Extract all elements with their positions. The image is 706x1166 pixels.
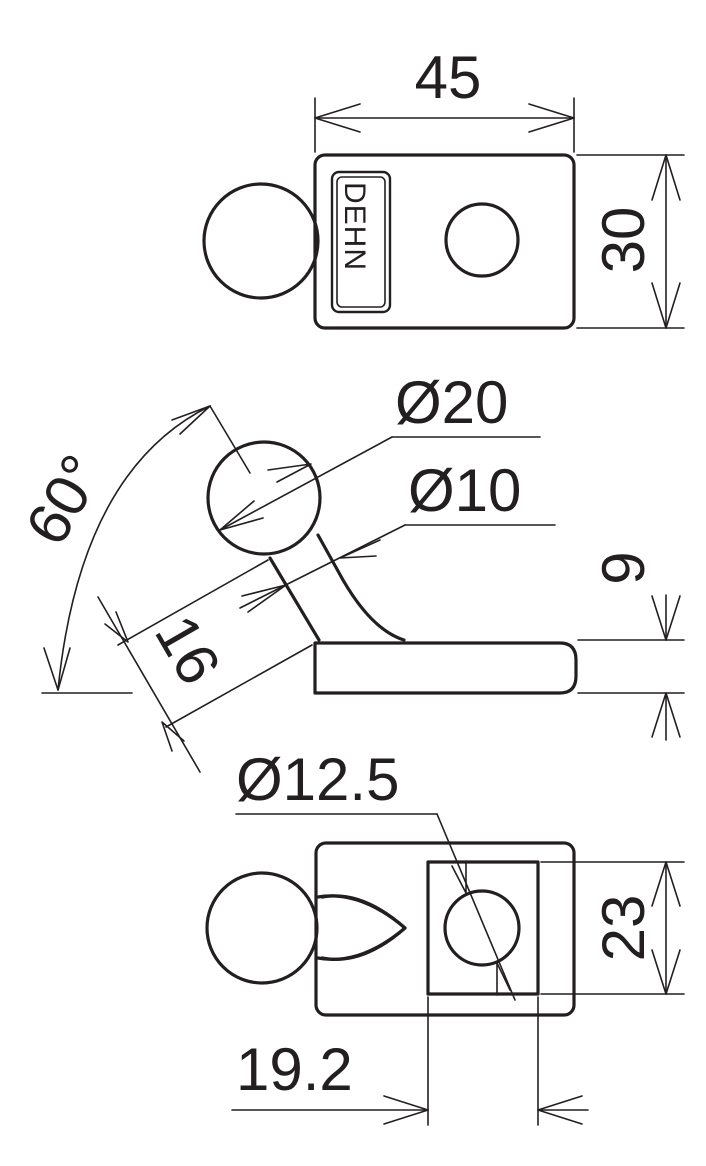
dim-45-label: 45 [415,44,482,111]
dim-30-label: 30 [590,207,657,274]
dim-16-arrow-bottom [161,721,185,752]
dim-60-arrow-top [171,405,211,435]
dim-23-arrow-bottom [651,949,681,995]
brand-plate [330,170,392,314]
dim-ø12.5-leader [436,813,516,1001]
dim-19.2-label: 19.2 [236,1036,353,1103]
top-view-hole [444,202,520,278]
dim-60-arrow-bottom [43,647,71,691]
dim-9-arrow-top [651,595,681,641]
dim-ø10-label: Ø10 [408,457,521,524]
dim-16-ext-top [117,559,269,646]
dim-60-label: 60° [13,444,116,556]
side-view-stem-right [316,533,406,642]
dim-9-arrow-bottom [651,692,681,738]
dim-ø12.5-arrow-a [451,860,467,894]
bottom-view-stem [316,894,407,961]
dim-ø20-label: Ø20 [395,369,508,436]
bottom-view-hole [443,889,521,967]
dim-ø20-arrow-a [219,500,264,531]
dim-ø20-leader [219,436,393,531]
dim-ø10-arrow-b [339,539,381,559]
bottom-view-plate [314,841,576,1017]
dim-16-label: 16 [142,604,233,695]
dim-23-label: 23 [590,895,657,962]
dim-ø12.5-arrow-b [496,962,511,996]
dim-ø20-arrow-b [267,463,312,483]
side-view-base [313,641,578,695]
side-view-ball [206,440,322,556]
dim-9-label: 9 [590,551,657,584]
dim-ø10-arrow-a [241,584,287,613]
dim-19.2-arrow-left [383,1095,429,1125]
dim-ø10-leader [239,524,406,609]
dim-45-arrow-left [314,103,361,133]
bottom-view: Ø12.5 23 19.2 [205,746,685,1126]
bottom-view-stem-visible [320,894,407,961]
dim-60-ext [209,405,251,474]
dim-23-arrow-top [651,861,681,907]
dim-60-arc [57,405,211,691]
dim-ø12.5-label: Ø12.5 [236,746,399,813]
bottom-view-square [426,860,540,996]
top-view-ball [202,182,320,300]
dim-30-arrow-bottom [651,282,681,329]
dim-45-arrow-right [528,103,575,133]
brand-mark: DEHN [338,182,371,271]
dim-30-arrow-top [651,154,681,201]
dim-16-arrow-top [104,611,129,643]
top-view: DEHN 45 30 [202,44,685,330]
dim-16-line [97,596,201,773]
bottom-view-ball [205,871,319,985]
dim-16-ext-bottom [165,644,313,728]
side-view-stem [268,556,321,642]
brand-plate-inner [336,176,386,308]
top-view-plate [313,153,576,330]
side-view: Ø20 Ø10 9 60° 16 [13,369,685,773]
dim-19.2-arrow-right [537,1095,583,1125]
